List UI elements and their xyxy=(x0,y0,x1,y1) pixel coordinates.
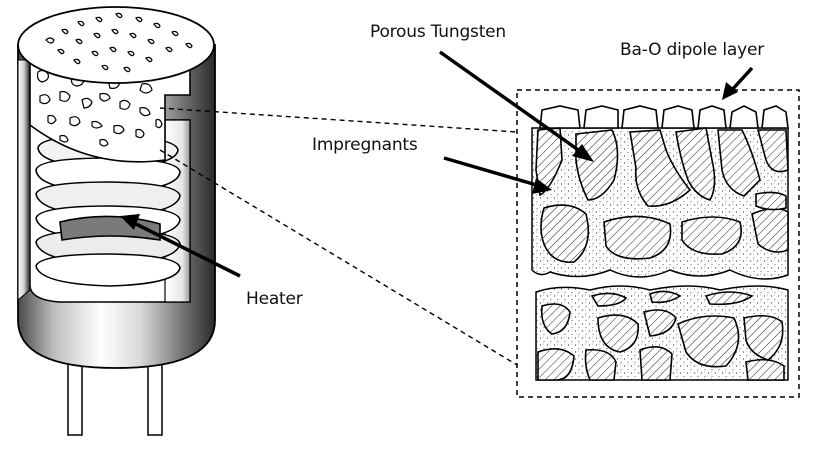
rim-left xyxy=(17,59,31,302)
label-porous-tungsten: Porous Tungsten xyxy=(370,22,506,42)
arrow-impregnants xyxy=(443,156,541,188)
arrowhead-dipole-layer xyxy=(722,82,738,100)
cathode-cylinder xyxy=(17,6,216,436)
tungsten-grains-upper xyxy=(535,127,789,263)
top-surface-pores xyxy=(45,12,193,73)
cathode-top-surface xyxy=(17,6,215,84)
label-dipole-layer: Ba-O dipole layer xyxy=(620,40,765,60)
tungsten-grains-lower xyxy=(537,290,785,381)
lead-leg-left xyxy=(67,354,83,436)
surface-grains xyxy=(539,105,789,129)
arrow-porous-tungsten xyxy=(438,50,586,156)
arrow-dipole-layer xyxy=(728,66,754,94)
arrowhead-heater xyxy=(120,214,140,230)
pointer-arrows xyxy=(120,50,754,278)
arrowhead-impregnants xyxy=(532,178,552,194)
zoom-leader-lines xyxy=(159,107,518,366)
arrowhead-porous-tungsten xyxy=(572,144,594,162)
arrow-heater xyxy=(131,220,241,278)
label-impregnants: Impregnants xyxy=(312,135,418,155)
label-heater: Heater xyxy=(246,289,303,309)
